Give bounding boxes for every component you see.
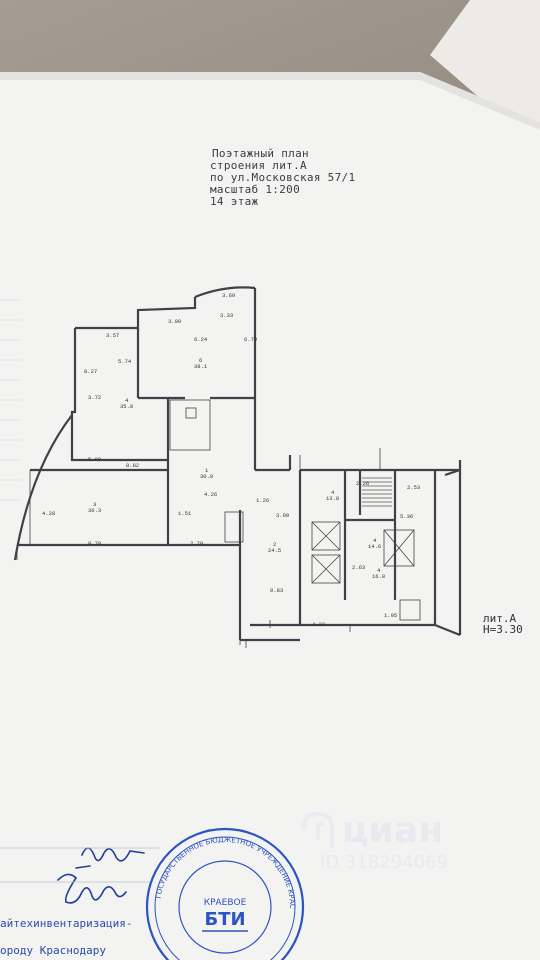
org-text-line-1: айтехинвентаризация- bbox=[0, 917, 133, 930]
dimension: 6.24 bbox=[194, 336, 208, 343]
dimension: 8.82 bbox=[126, 462, 140, 469]
cian-watermark-id: ID 318294069 bbox=[320, 852, 448, 873]
dimension: 3.72 bbox=[88, 394, 102, 401]
dimension: 2.53 bbox=[407, 484, 421, 491]
dimension: 3.00 bbox=[168, 318, 182, 325]
signature-drawing bbox=[0, 847, 160, 904]
plan-title-line-2: строения лит.А bbox=[210, 159, 307, 172]
stamp-word-2: БТИ bbox=[204, 909, 245, 930]
dimension: 3.69 bbox=[222, 292, 236, 299]
dimension: 3.33 bbox=[220, 312, 234, 319]
dimension: 2.79 bbox=[190, 540, 204, 547]
dimension: 3.57 bbox=[106, 332, 120, 339]
dimension: 3.09 bbox=[276, 512, 290, 519]
stamp-word-1: КРАЕВОЕ bbox=[204, 898, 247, 908]
dimension: 2.63 bbox=[352, 564, 366, 571]
floor-height-label: Н=3.30 bbox=[483, 623, 523, 636]
org-text-line-2: ороду Краснодару bbox=[0, 944, 106, 957]
dimension: 0.83 bbox=[270, 587, 284, 594]
building-letter-label: лит.А bbox=[483, 612, 517, 625]
dimension: 1.26 bbox=[256, 497, 270, 504]
dimension: 5.00 bbox=[88, 456, 102, 463]
plan-title-line-5: 14 этаж bbox=[210, 195, 259, 208]
dimension: 1.51 bbox=[178, 510, 192, 517]
plan-title-line-3: по ул.Московская 57/1 bbox=[210, 171, 356, 184]
cian-logo-icon bbox=[302, 811, 334, 848]
cian-watermark-brand: циан bbox=[342, 810, 444, 851]
dimension: 1.05 bbox=[384, 612, 398, 619]
dimension: 5.36 bbox=[400, 513, 414, 520]
plan-title-line-4: масштаб 1:200 bbox=[210, 183, 300, 196]
plan-title-line-1: Поэтажный план bbox=[212, 147, 309, 160]
dimension: 8.78 bbox=[88, 540, 102, 547]
dimension: 2.26 bbox=[356, 480, 370, 487]
dimension: 4.32 bbox=[312, 621, 326, 628]
dimension: 6.79 bbox=[244, 336, 258, 343]
dimension: 5.74 bbox=[118, 358, 132, 365]
dimension: 8.27 bbox=[84, 368, 98, 375]
dimension: 4.28 bbox=[42, 510, 56, 517]
bti-stamp: КРАЕВОЕ БТИ ГОСУДАРСТВЕННОЕ БЮДЖЕТНОЕ УЧ… bbox=[140, 815, 305, 960]
dimension: 4.26 bbox=[204, 491, 218, 498]
